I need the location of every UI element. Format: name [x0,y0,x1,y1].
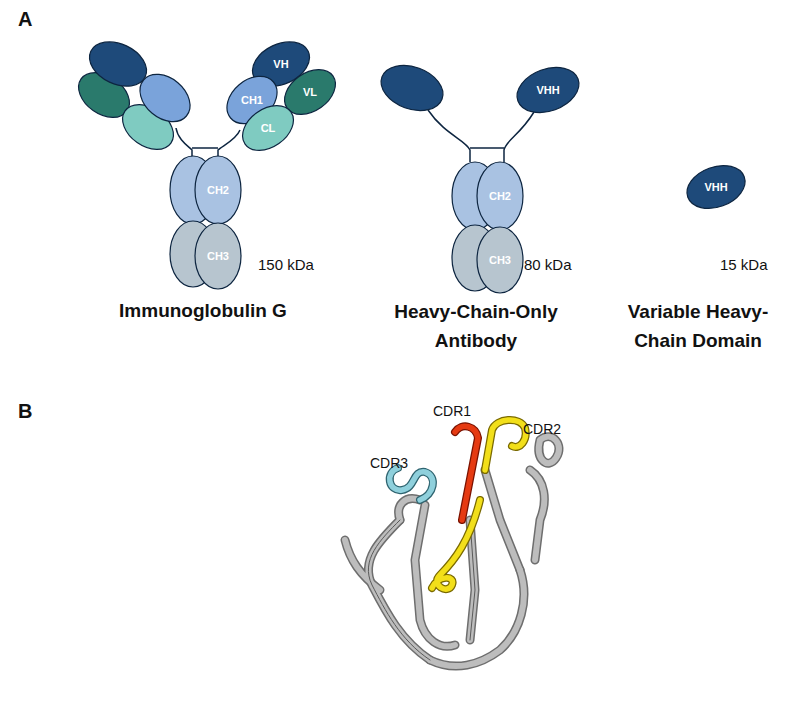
domain-label: CH1 [241,95,263,106]
molecule-title: Heavy-Chain-Only Antibody [381,298,571,355]
domain-label: CH3 [489,255,511,266]
domain-label: CH2 [489,191,511,202]
vhh-domain: VHH [686,167,746,207]
vl-domain: VL [282,73,338,111]
domain-outline [477,227,523,293]
ch3-domain: CH3 [477,227,523,293]
molecular-weight: 15 kDa [720,254,790,277]
hcab-unlabeled-domains [375,57,534,291]
vhh-ribbon-structure [345,420,559,666]
domain-label: VHH [536,85,559,96]
domain-outline [195,223,241,289]
domain-label: CL [261,123,276,134]
cdr-label: CDR1 [433,401,493,422]
cdr-label: CDR3 [370,453,430,474]
molecular-weight: 150 kDa [258,254,338,277]
cl-domain: CL [240,109,296,147]
ch3-domain: CH3 [195,223,241,289]
molecule-title: Variable Heavy-Chain Domain [610,298,786,355]
vhh-domain: VHH [516,69,580,111]
domain-outline [477,162,523,230]
panel-letter: B [18,396,58,426]
domain-label: VL [303,87,317,98]
domain-label: VHH [704,182,727,193]
ch2-domain: CH2 [195,156,241,224]
molecule-title: Immunoglobulin G [93,297,313,326]
molecular-weight: 80 kDa [524,254,594,277]
panel-letter: A [18,4,58,34]
domain-label: CH3 [207,251,229,262]
domain-outline [195,156,241,224]
cdr-label: CDR2 [523,419,583,440]
domain-outline [511,59,586,120]
domain-outline [234,96,302,159]
domain-outline [681,158,751,216]
domain-label: VH [273,59,288,70]
ch2-domain: CH2 [477,162,523,230]
domain-label: CH2 [207,185,229,196]
